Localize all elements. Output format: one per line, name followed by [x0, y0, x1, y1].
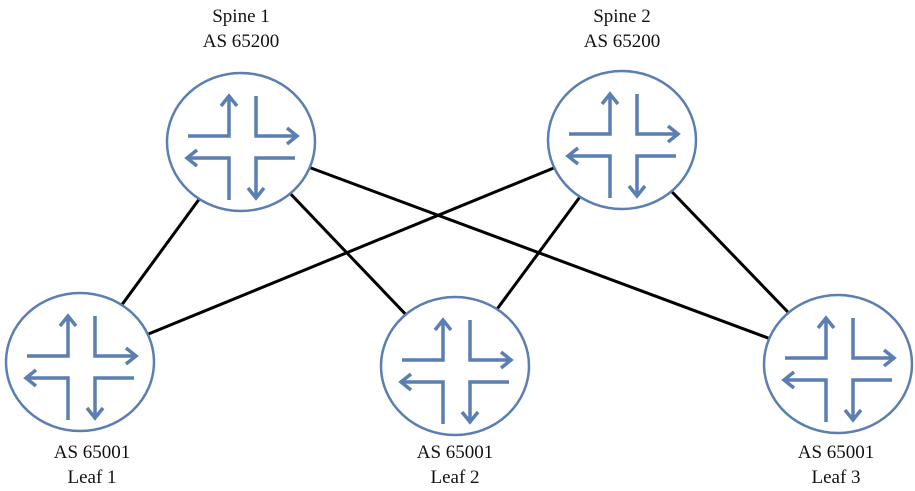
spine2-router-icon — [546, 69, 698, 211]
spine1-label: Spine 1 AS 65200 — [141, 4, 341, 54]
leaf2-name: Leaf 2 — [430, 467, 480, 488]
leaf2-router-icon — [379, 295, 531, 437]
spine1-name: Spine 1 — [212, 6, 270, 27]
leaf2-label: AS 65001 Leaf 2 — [355, 440, 555, 490]
spine1-router-icon — [165, 71, 317, 213]
leaf3-as: AS 65001 — [797, 442, 875, 463]
spine1-as: AS 65200 — [202, 31, 280, 52]
leaf3-label: AS 65001 Leaf 3 — [736, 440, 915, 490]
leaf1-label: AS 65001 Leaf 1 — [0, 440, 192, 490]
leaf1-router-icon — [4, 291, 156, 433]
leaf1-name: Leaf 1 — [67, 467, 117, 488]
link-spine2-leaf1 — [79, 138, 623, 364]
spine2-name: Spine 2 — [593, 6, 651, 27]
leaf2-as: AS 65001 — [416, 442, 494, 463]
leaf1-as: AS 65001 — [53, 442, 131, 463]
spine2-label: Spine 2 AS 65200 — [522, 4, 722, 54]
spine2-as: AS 65200 — [583, 31, 661, 52]
leaf3-name: Leaf 3 — [811, 467, 861, 488]
leaf3-router-icon — [762, 293, 914, 435]
